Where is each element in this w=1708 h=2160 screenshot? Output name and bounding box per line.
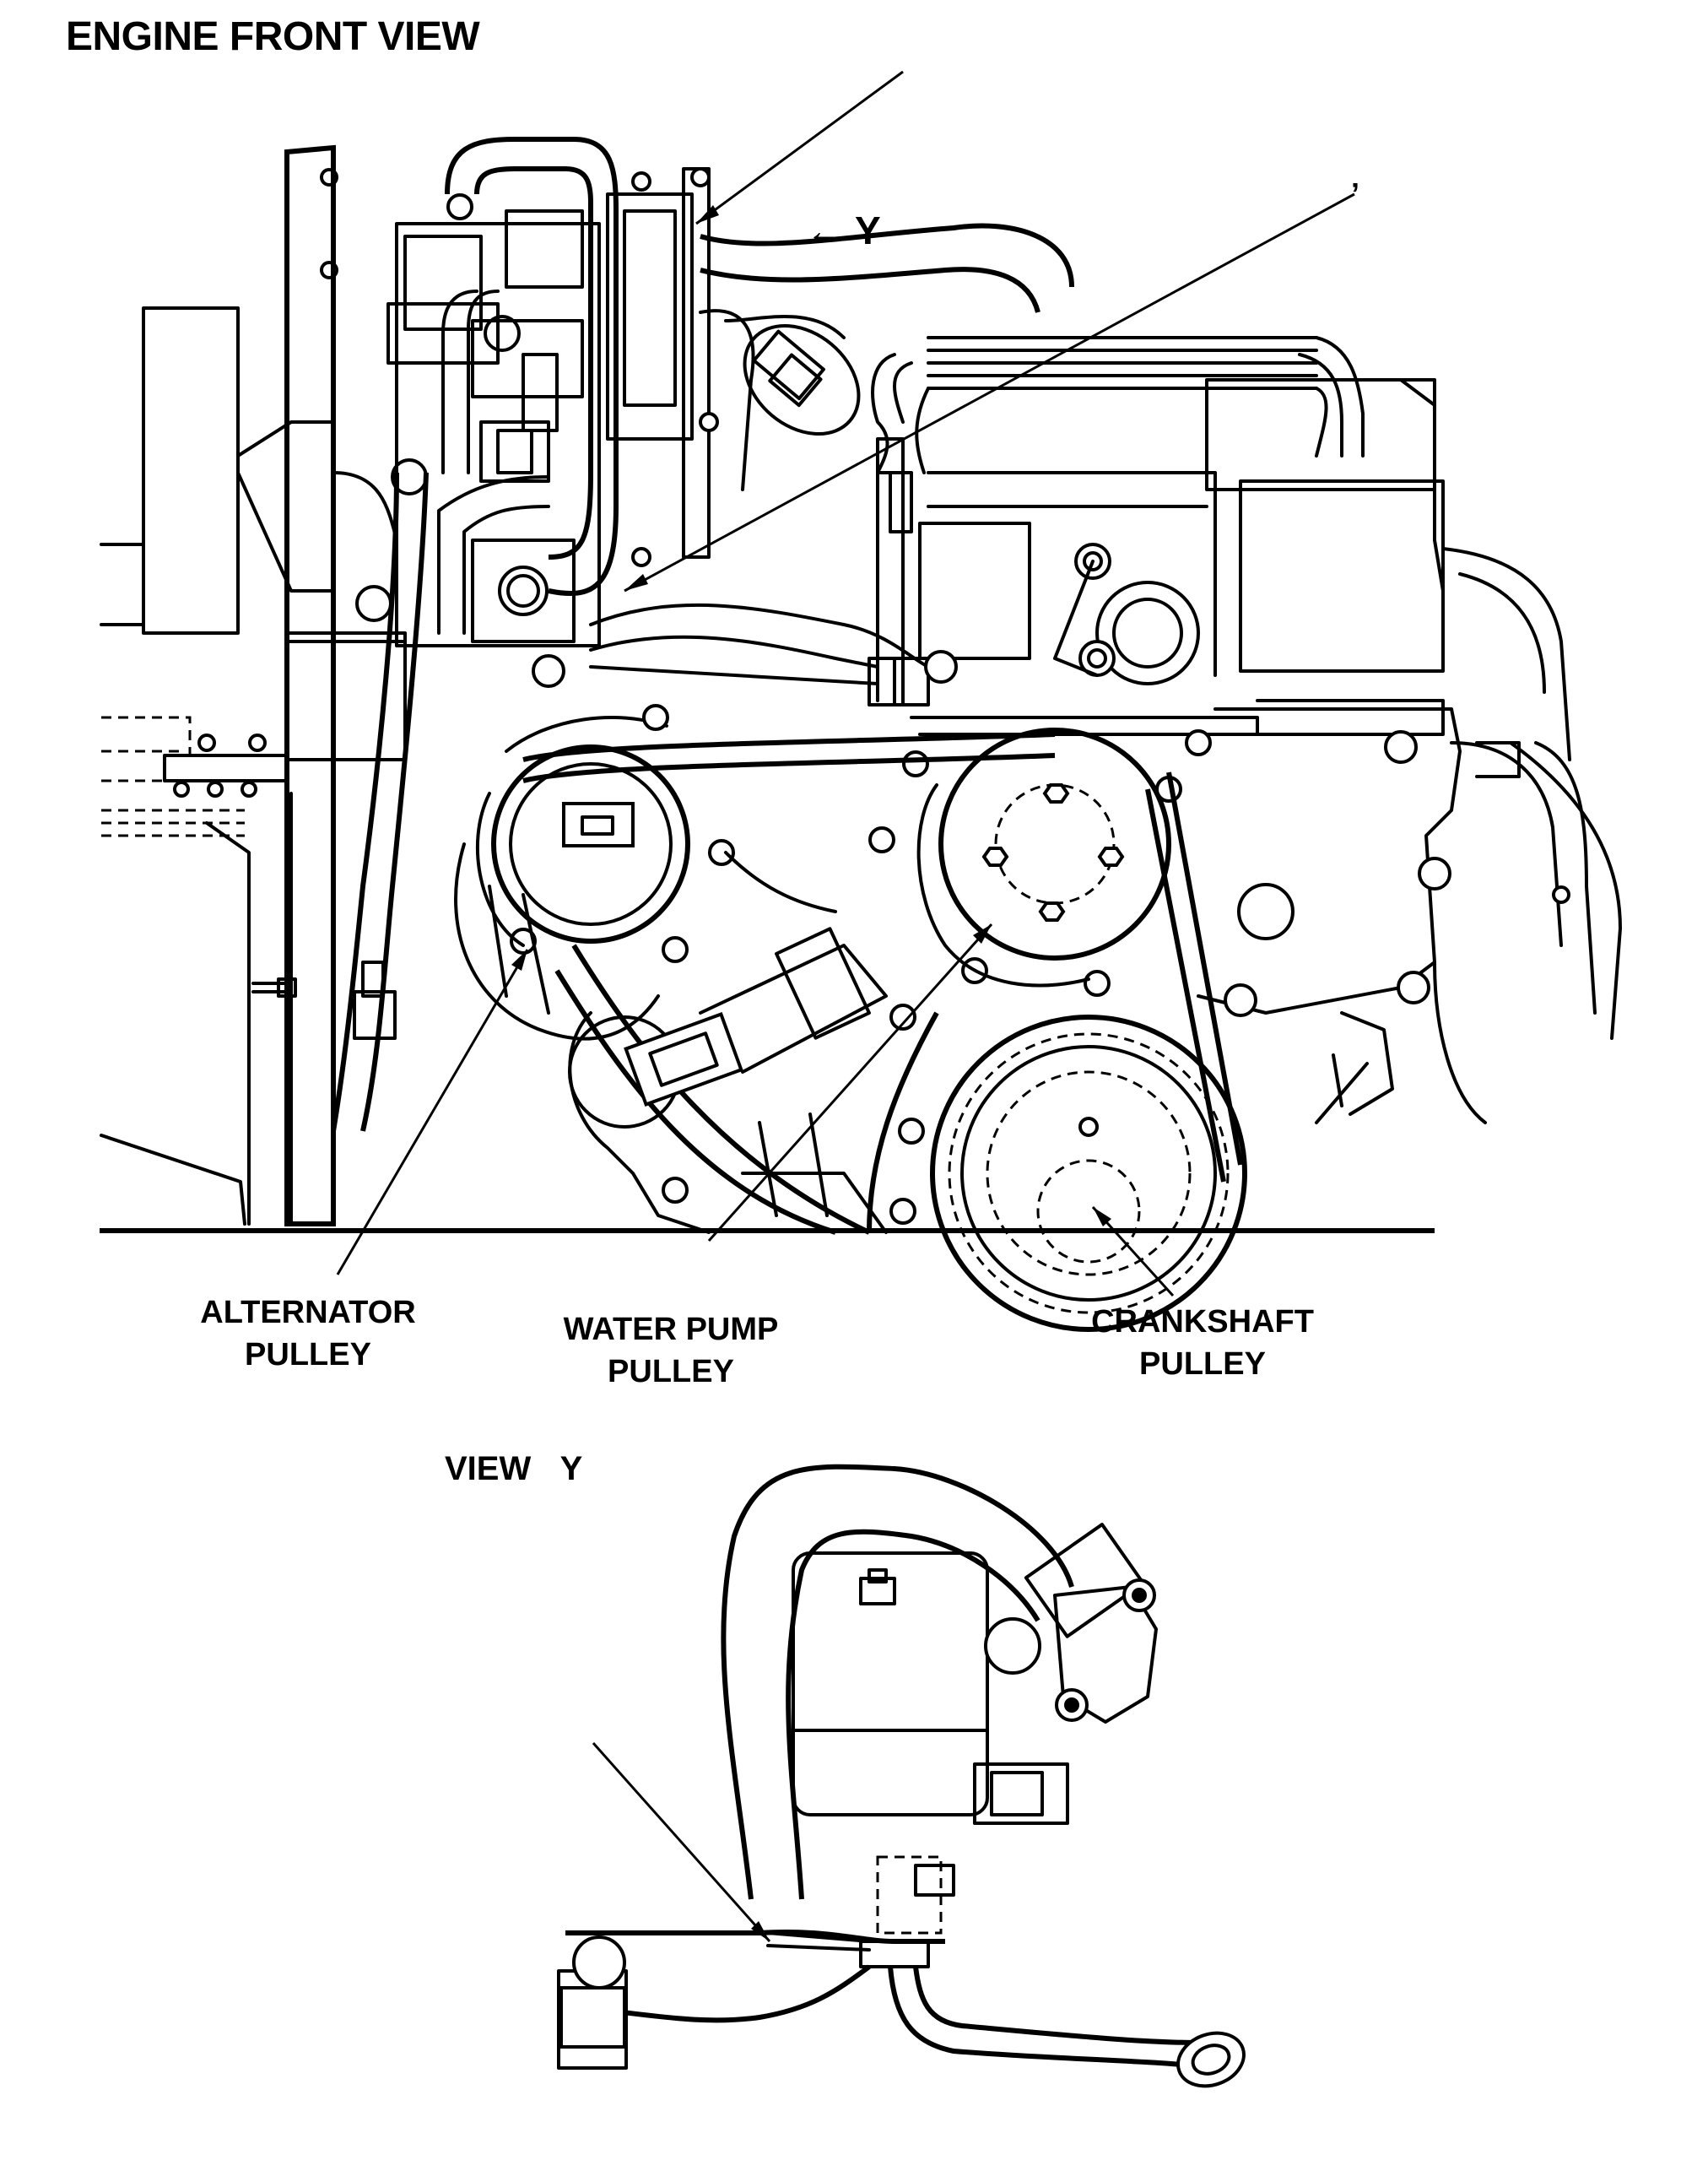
water-pump-callout-line2: PULLEY [608,1354,734,1389]
crankshaft-pulley [889,1015,1247,1332]
lower-housing [454,842,888,1234]
leader-lines [336,70,1355,1297]
wiring-harness [871,336,1445,673]
view-y-title: VIEW Y [445,1450,583,1487]
fuel-pump-assembly [355,137,719,647]
alternator-callout-line2: PULLEY [245,1337,371,1372]
stray-mark: ’ [1351,176,1360,211]
left-frame-bracket [100,144,407,1226]
drive-belt [522,732,1243,1235]
alternator-callout-line1: ALTERNATOR [200,1295,416,1330]
view-y-detail [557,1464,1246,2088]
left-coolant-hose [331,472,429,1132]
crankshaft-callout-line1: CRANKSHAFT [1091,1304,1314,1340]
alternator-pulley-callout: ALTERNATOR PULLEY [181,1291,435,1376]
crankshaft-pulley-callout: CRANKSHAFT PULLEY [1068,1301,1338,1385]
alternator-pulley [475,654,735,963]
page-title: ENGINE FRONT VIEW [66,14,480,59]
water-pump-pulley-callout: WATER PUMP PULLEY [540,1308,802,1393]
crankshaft-callout-line2: PULLEY [1139,1346,1266,1382]
timing-cover-right [1197,707,1622,1124]
upper-radiator-hose [699,223,1074,491]
water-pump-callout-line1: WATER PUMP [563,1312,779,1347]
water-pump-pulley [868,728,1212,1031]
view-y-arrow-label: ← Y [806,208,881,252]
